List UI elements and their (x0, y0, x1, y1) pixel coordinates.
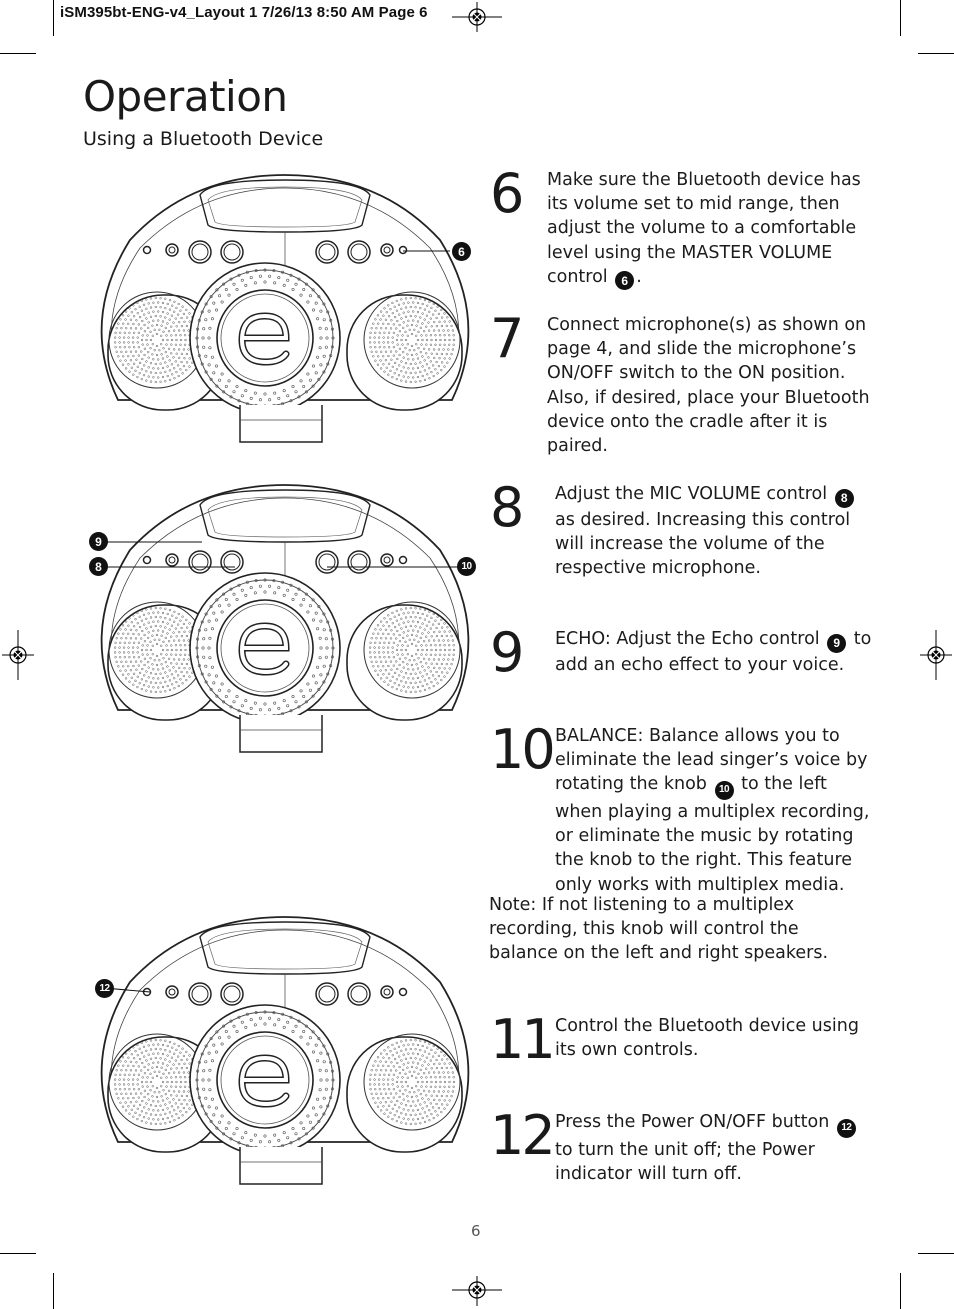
control-badge: 8 (834, 488, 854, 508)
callout-badge: 9 (89, 532, 108, 551)
crop-mark (918, 53, 954, 54)
note-label: Note: (489, 895, 537, 915)
step-text: Control the Bluetooth device using its o… (555, 1016, 859, 1061)
crop-mark (900, 0, 901, 36)
step-text: Connect microphone(s) as shown on page 4… (547, 315, 870, 457)
step-label: BALANCE: (555, 726, 644, 746)
karaoke-unit-illustration (90, 170, 480, 445)
registration-mark-icon (452, 2, 502, 32)
print-slug: iSM395bt-ENG-v4_Layout 1 7/26/13 8:50 AM… (60, 4, 428, 21)
callout-badge: 10 (457, 557, 476, 576)
step-label: ECHO: (555, 629, 611, 649)
step-number: 7 (490, 307, 524, 370)
karaoke-unit-illustration (90, 912, 480, 1194)
crop-mark (918, 1253, 954, 1254)
registration-mark-icon (2, 630, 34, 680)
crop-mark (900, 1273, 901, 1309)
step-text: ECHO: Adjust the Echo control 9 to add a… (555, 629, 872, 675)
page-number: 6 (471, 1222, 481, 1240)
karaoke-unit-illustration (90, 480, 480, 755)
step-number: 9 (490, 621, 524, 684)
crop-mark (0, 1253, 36, 1254)
step-number: 10 (490, 718, 556, 781)
step-number: 12 (490, 1104, 556, 1167)
crop-mark (53, 1273, 54, 1309)
step-text: Make sure the Bluetooth device has its v… (547, 168, 877, 291)
crop-mark (53, 0, 54, 36)
step-text: Adjust the MIC VOLUME control 8 as desir… (555, 482, 873, 580)
note: Note: If not listening to a multiplex re… (489, 895, 829, 964)
step-text: Press the Power ON/OFF button 12 to turn… (555, 1110, 873, 1186)
callout-badge: 6 (452, 242, 471, 261)
control-badge: 9 (827, 633, 847, 653)
control-badge: 6 (615, 271, 635, 291)
callout-badge: 8 (89, 557, 108, 576)
callout-badge: 12 (95, 979, 114, 998)
step-number: 6 (490, 162, 524, 225)
registration-mark-icon (452, 1276, 502, 1306)
step-text: BALANCE: Balance allows you to eliminate… (555, 726, 870, 895)
step-number: 11 (490, 1008, 556, 1071)
step-number: 8 (490, 476, 524, 539)
control-badge: 10 (714, 781, 734, 800)
crop-mark (0, 53, 36, 54)
page-title: Operation (83, 72, 288, 121)
control-badge: 12 (836, 1118, 856, 1138)
registration-mark-icon (920, 630, 952, 680)
page-subtitle: Using a Bluetooth Device (83, 128, 324, 150)
